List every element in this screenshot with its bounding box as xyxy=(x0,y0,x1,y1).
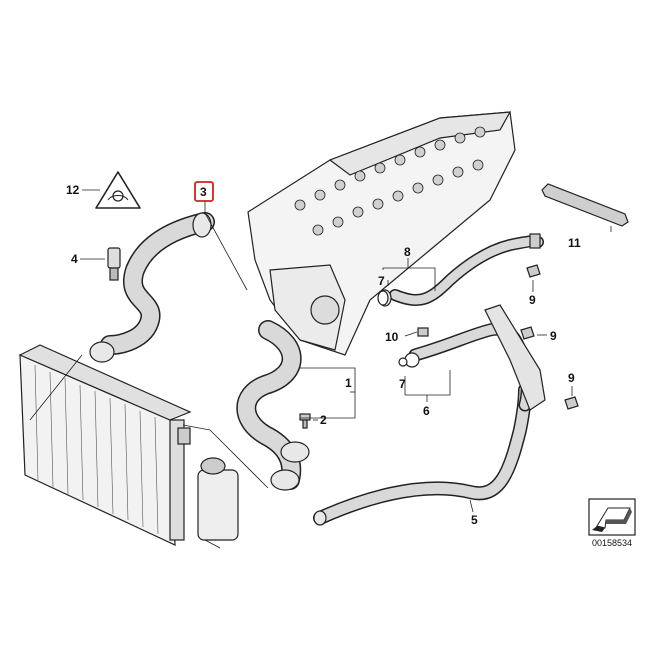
radiator xyxy=(18,344,192,546)
callout-2: 2 xyxy=(320,413,327,427)
bolt-9-upper xyxy=(526,264,541,278)
callout-6: 6 xyxy=(423,404,430,418)
warning-symbol-12 xyxy=(95,171,141,209)
reference-icon xyxy=(588,498,636,536)
reference-number: 00158534 xyxy=(592,538,632,548)
engine-block xyxy=(247,111,516,356)
strap-11 xyxy=(541,183,629,227)
callout-7-upper: 7 xyxy=(378,274,385,288)
nut-10 xyxy=(417,327,429,337)
bolt-9-lower xyxy=(564,396,579,410)
bolt-9-middle xyxy=(520,326,535,340)
callout-3-highlight-box xyxy=(194,181,214,202)
screw-2 xyxy=(299,413,311,429)
callout-8: 8 xyxy=(404,245,411,259)
callout-9-upper: 9 xyxy=(529,293,536,307)
callout-9-lower: 9 xyxy=(568,371,575,385)
callout-12: 12 xyxy=(66,183,80,197)
upper-hose-3 xyxy=(89,212,215,363)
leader-lines xyxy=(29,189,612,513)
callout-7-lower: 7 xyxy=(399,377,406,391)
callout-1: 1 xyxy=(345,376,352,390)
callout-10: 10 xyxy=(385,330,399,344)
hose-5 xyxy=(313,383,532,526)
expansion-tank xyxy=(197,457,239,549)
callout-3: 3 xyxy=(200,185,207,199)
callout-4: 4 xyxy=(71,252,78,266)
hose-6 xyxy=(404,304,546,412)
callout-9-middle: 9 xyxy=(550,329,557,343)
gasket-7-lower xyxy=(398,357,408,367)
gasket-7-upper xyxy=(377,290,389,306)
callout-11: 11 xyxy=(568,236,581,250)
hose-1 xyxy=(236,320,310,491)
sensor-4 xyxy=(107,247,121,281)
callout-5: 5 xyxy=(471,513,478,527)
